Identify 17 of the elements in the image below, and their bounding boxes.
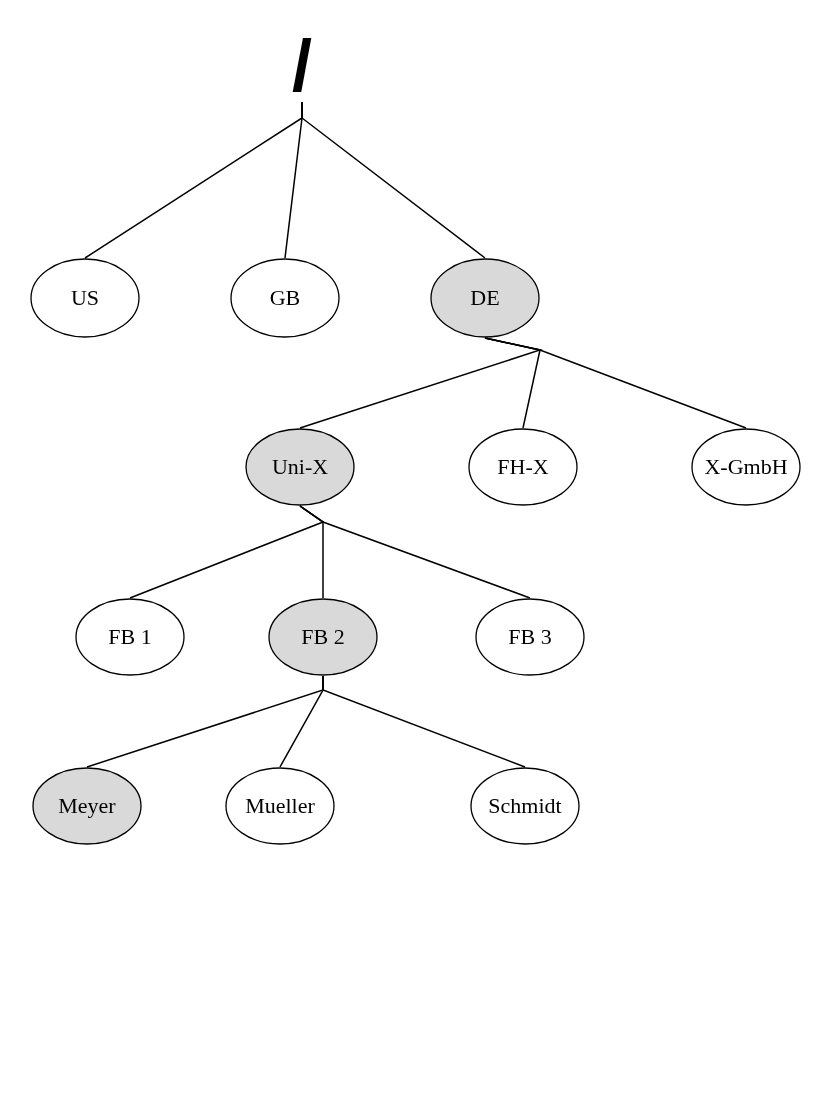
node-label: X-GmbH (704, 454, 788, 480)
connector-line (322, 675, 526, 768)
node-label: Uni-X (271, 454, 329, 480)
node-label: Meyer (58, 793, 116, 819)
node-label: US (70, 285, 100, 311)
node-label: FB 3 (508, 624, 552, 650)
connector-line (484, 337, 747, 429)
connector-line (299, 505, 531, 599)
node-label: FB 2 (301, 624, 345, 650)
node-label: FB 1 (108, 624, 152, 650)
root-slash: / (292, 30, 312, 102)
node-label: FH-X (497, 454, 549, 480)
node-label: Schmidt (488, 793, 562, 819)
node-label: DE (470, 285, 500, 311)
node-label: Mueller (245, 793, 315, 819)
node-label: GB (269, 285, 301, 311)
connector-line (301, 101, 486, 259)
